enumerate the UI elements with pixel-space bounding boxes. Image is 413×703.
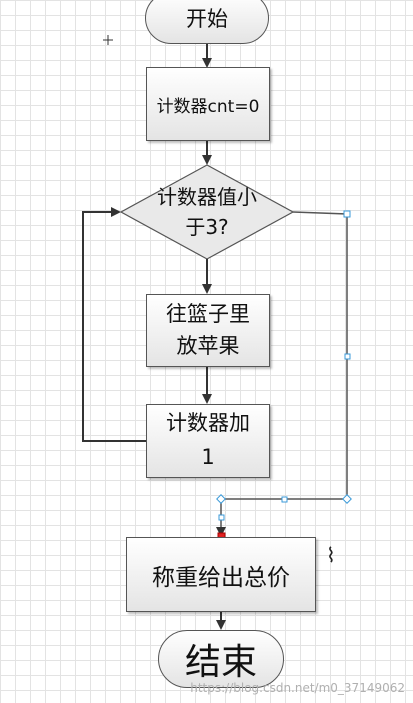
init-process-box[interactable]: 计数器cnt=0 <box>146 67 270 141</box>
handle-exit-mid-horizontal[interactable] <box>281 496 288 503</box>
increment-process-box[interactable]: 计数器加 1 <box>146 404 270 478</box>
add-apple-process-box[interactable]: 往篮子里 放苹果 <box>146 294 270 367</box>
handle-exit-start[interactable] <box>343 210 351 218</box>
handle-exit-mid-vertical[interactable] <box>344 353 351 360</box>
weigh-process-box[interactable]: 称重给出总价 <box>126 537 316 612</box>
watermark: https://blog.csdn.net/m0_37149062 <box>190 681 405 695</box>
start-label: 开始 <box>186 7 228 31</box>
increment-label: 计数器加 1 <box>166 411 250 469</box>
exit-connector[interactable] <box>216 211 348 537</box>
handle-exit-lower[interactable] <box>218 514 225 521</box>
text-cursor-icon: ⌇ <box>326 543 336 567</box>
decision-label-box: 计数器值小 于3? <box>121 165 293 259</box>
crosshair-icon <box>103 35 113 45</box>
end-terminal[interactable]: 结束 <box>158 630 284 688</box>
end-label: 结束 <box>184 642 257 683</box>
add-apple-label: 往篮子里 放苹果 <box>166 302 250 358</box>
decision-label: 计数器值小 于3? <box>157 185 257 239</box>
init-label: 计数器cnt=0 <box>156 96 260 117</box>
handle-exit-corner-left[interactable] <box>216 494 226 504</box>
weigh-label: 称重给出总价 <box>152 564 290 591</box>
handle-exit-corner[interactable] <box>342 494 352 504</box>
start-terminal[interactable]: 开始 <box>145 0 269 44</box>
loop-back-connector[interactable] <box>82 207 147 442</box>
